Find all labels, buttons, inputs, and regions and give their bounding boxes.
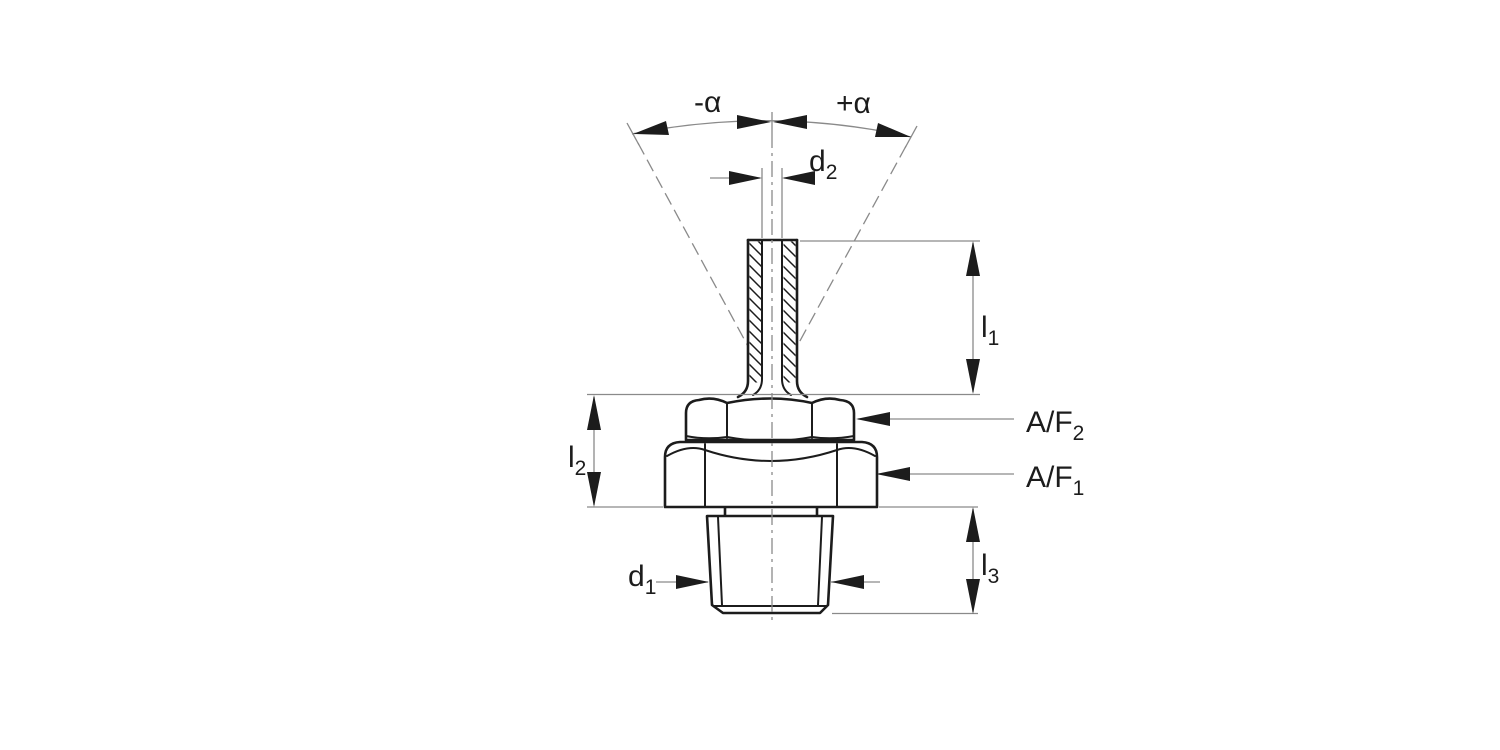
hex-upper-bottom-arcs [685, 435, 855, 442]
leader-af2-arrow-icon [856, 412, 890, 426]
shaft-outer-wall-right [795, 238, 809, 399]
label-d2-sub: 2 [826, 161, 838, 184]
dim-l2-arrow-top-icon [587, 395, 601, 430]
label-l1-base: l [981, 311, 988, 344]
threaded-stud-body [705, 514, 835, 615]
label-af1-base: A/F [1026, 461, 1073, 494]
label-af1: A/F1 [1026, 461, 1084, 500]
hex-lower-facet-lines [704, 443, 838, 507]
hex-upper-facet-lines [726, 403, 813, 439]
label-af1-sub: 1 [1073, 477, 1085, 500]
dim-l1-arrow-bottom-icon [966, 359, 980, 394]
shaft-wall-hatch-left [749, 241, 761, 383]
hex-lower-chamfer-arc-middle [704, 449, 838, 462]
arc-arrow-right-icon [875, 123, 911, 137]
label-plus-alpha: +α [836, 87, 871, 120]
label-l1-sub: 1 [988, 327, 1000, 350]
label-l2-base: l [568, 441, 575, 474]
dim-d1-arrow-left-icon [676, 575, 709, 589]
hex-lower-chamfer-arcs-outer [666, 447, 876, 457]
arc-arrow-left-icon [633, 121, 669, 135]
dim-l1-arrow-top-icon [966, 241, 980, 276]
shaft-wall-hatch-right [783, 241, 796, 383]
label-af2-base: A/F [1026, 406, 1073, 439]
dim-d2-arrow-right-icon [782, 171, 815, 185]
hex-lower-body [663, 440, 879, 509]
label-d1-base: d [628, 560, 645, 593]
arc-arrow-center-left-icon [737, 115, 771, 129]
dim-d2-arrow-left-icon [729, 171, 762, 185]
label-l2-sub: 2 [575, 457, 587, 480]
dimension-labels: -α +α d2 l1 A/F2 A/F1 l2 l3 d1 [568, 86, 1084, 599]
label-l2: l2 [568, 441, 586, 480]
label-d2-base: d [809, 145, 826, 178]
label-af2-sub: 2 [1073, 422, 1085, 445]
angle-dimension [626, 112, 918, 351]
label-l3-base: l [981, 549, 988, 582]
label-d2: d2 [809, 145, 837, 184]
label-l1: l1 [981, 311, 999, 350]
tolerance-cone-line-left [637, 142, 751, 351]
label-l3: l3 [981, 549, 999, 588]
thread-minor-lines [717, 516, 823, 606]
shaft-outer-wall-left [736, 238, 750, 399]
dim-l3-arrow-bottom-icon [966, 579, 980, 614]
leader-af1-arrow-icon [876, 467, 910, 481]
hex-upper-body [684, 397, 856, 442]
label-l3-sub: 3 [988, 565, 1000, 588]
label-d1: d1 [628, 560, 656, 599]
tolerance-cone-line-right [794, 145, 907, 351]
neck-edges [723, 506, 819, 518]
dim-l3-arrow-top-icon [966, 507, 980, 542]
dim-l2-arrow-bottom-icon [587, 472, 601, 507]
label-af2: A/F2 [1026, 406, 1084, 445]
label-minus-alpha: -α [694, 86, 721, 119]
dimension-lines [587, 168, 1014, 615]
arc-arrow-center-right-icon [773, 115, 807, 129]
label-d1-sub: 1 [645, 576, 657, 599]
part-drawing [663, 238, 879, 615]
dim-d1-arrow-right-icon [831, 575, 864, 589]
